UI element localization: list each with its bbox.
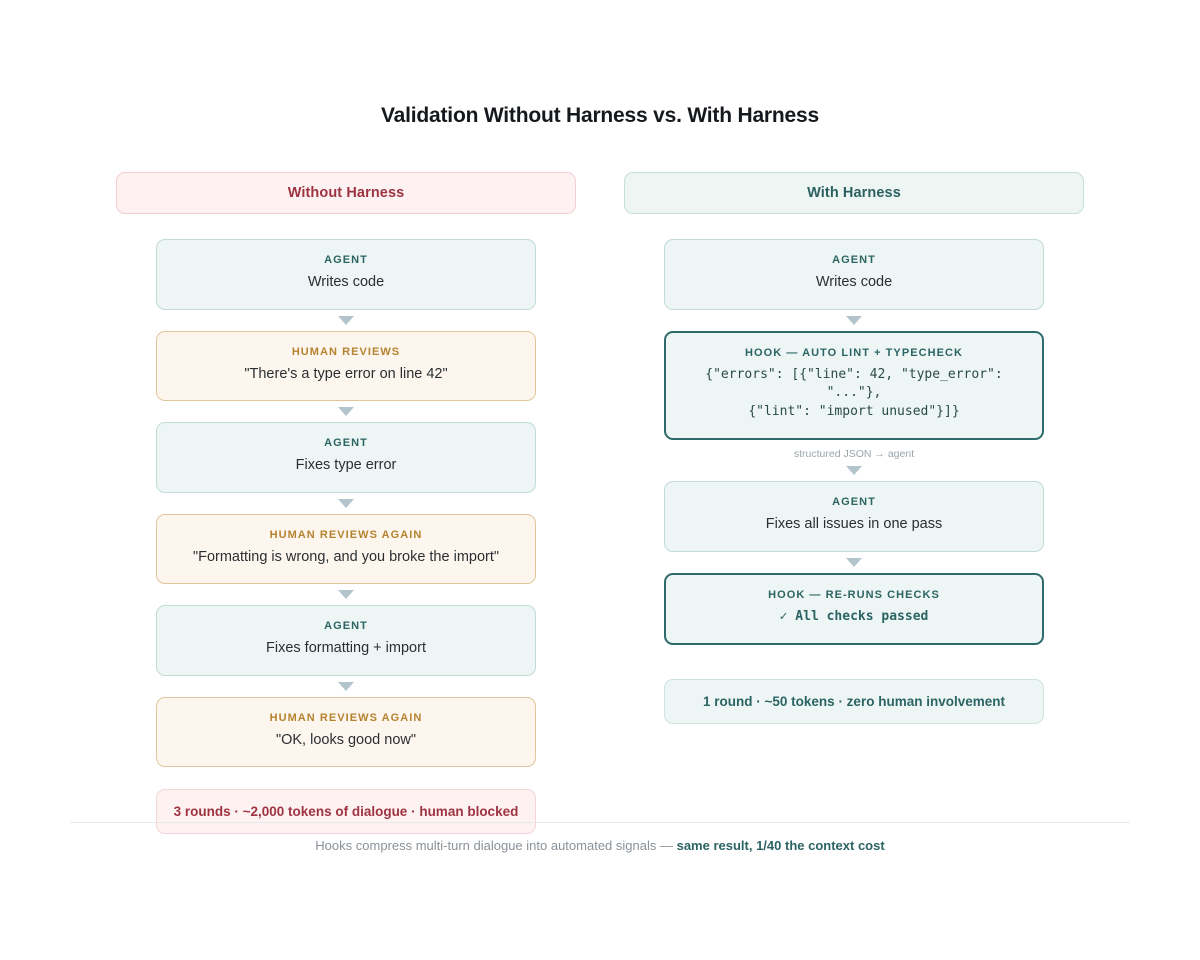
step-label: HOOK — RE-RUNS CHECKS	[768, 588, 940, 601]
step-box-agent-writes-code: AGENT Writes code	[156, 239, 536, 310]
step-label: AGENT	[324, 620, 368, 633]
step-label: HUMAN REVIEWS AGAIN	[269, 528, 423, 541]
step-box-human-reviews-again-1: HUMAN REVIEWS AGAIN "Formatting is wrong…	[156, 513, 536, 585]
step-box-hook-re-runs-checks: HOOK — RE-RUNS CHECKS ✓ All checks passe…	[664, 572, 1044, 645]
step-label: HOOK — AUTO LINT + TYPECHECK	[745, 346, 963, 359]
step-box-agent-fixes-type-error: AGENT Fixes type error	[156, 422, 536, 493]
column-header-with-harness: With Harness	[624, 172, 1084, 214]
summary-with-harness: 1 round · ~50 tokens · zero human involv…	[664, 678, 1044, 724]
footer-highlight: same result, 1/40 the context cost	[676, 838, 885, 853]
step-label: AGENT	[324, 254, 368, 266]
footer-note: Hooks compress multi-turn dialogue into …	[0, 838, 1200, 853]
step-text: "There's a type error on line 42"	[244, 365, 448, 382]
column-with-harness: With Harness AGENT Writes code HOOK — AU…	[624, 172, 1084, 834]
step-box-human-reviews-again-2: HUMAN REVIEWS AGAIN "OK, looks good now"	[156, 696, 536, 768]
flow-arrow-down-icon	[338, 407, 354, 417]
step-label: AGENT	[324, 437, 368, 450]
step-text-checks-passed: ✓ All checks passed	[779, 608, 929, 624]
flow-arrow-down-icon	[846, 315, 862, 325]
summary-without-harness: 3 rounds · ~2,000 tokens of dialogue · h…	[156, 789, 536, 835]
step-text: Fixes type error	[295, 457, 397, 474]
flow-arrow-down-icon	[338, 315, 354, 325]
step-text: Fixes all issues in one pass	[765, 516, 943, 533]
step-text: "OK, looks good now"	[275, 731, 417, 748]
column-without-harness: Without Harness AGENT Writes code HUMAN …	[116, 172, 576, 835]
step-box-agent-fixes-all-issues: AGENT Fixes all issues in one pass	[664, 481, 1044, 552]
step-label: HUMAN REVIEWS AGAIN	[269, 711, 423, 724]
step-text: "Formatting is wrong, and you broke the …	[192, 548, 500, 565]
footer-text: Hooks compress multi-turn dialogue into …	[315, 838, 677, 853]
step-label: AGENT	[832, 496, 876, 509]
flow-arrow-down-icon	[338, 590, 354, 600]
comparison-columns: Without Harness AGENT Writes code HUMAN …	[0, 172, 1200, 835]
step-text: Fixes formatting + import	[266, 640, 426, 657]
flow-arrow-down-icon	[846, 557, 862, 567]
flow-arrow-down-icon	[338, 498, 354, 508]
flow-arrow-down-icon	[846, 466, 862, 476]
step-label: HUMAN REVIEWS	[291, 345, 401, 358]
step-text: Writes code	[815, 274, 893, 290]
flow-arrow-down-icon	[338, 681, 354, 691]
step-label: AGENT	[832, 254, 876, 266]
steps-with-harness: AGENT Writes code HOOK — AUTO LINT + TYP…	[624, 239, 1084, 724]
step-text: Writes code	[307, 274, 385, 290]
step-box-human-reviews: HUMAN REVIEWS "There's a type error on l…	[156, 330, 536, 402]
step-box-hook-auto-lint-typecheck: HOOK — AUTO LINT + TYPECHECK {"errors": …	[664, 330, 1044, 441]
edge-caption-structured-json: structured JSON → agent	[793, 448, 915, 461]
footer-divider	[70, 822, 1130, 823]
step-text-json: {"errors": [{"line": 42, "type_error": "…	[705, 366, 1003, 420]
steps-without-harness: AGENT Writes code HUMAN REVIEWS "There's…	[116, 239, 576, 835]
step-box-agent-writes-code: AGENT Writes code	[664, 239, 1044, 310]
step-box-agent-fixes-formatting: AGENT Fixes formatting + import	[156, 605, 536, 676]
page-title: Validation Without Harness vs. With Harn…	[381, 104, 819, 127]
column-header-without-harness: Without Harness	[116, 172, 576, 214]
